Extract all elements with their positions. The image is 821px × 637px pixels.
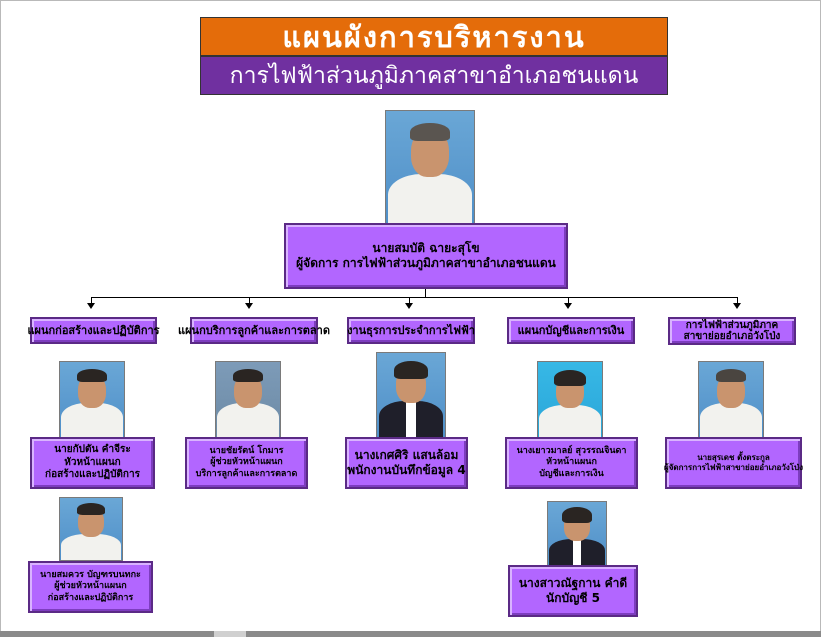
staff-name: นายสมควร บัญฑรบนทกะ <box>40 570 141 581</box>
staff-position: ผู้ช่วยหัวหน้าแผนก <box>210 457 283 468</box>
chart-subtitle: การไฟฟ้าส่วนภูมิภาคสาขาอำเภอชนแดน <box>200 56 668 95</box>
staff-name: นางสาวณัฐกาน คำดี <box>518 576 628 590</box>
manager-position: ผู้จัดการ การไฟฟ้าส่วนภูมิภาคสาขาอำเภอชน… <box>296 256 556 270</box>
staff-name: นายกัปตัน คำจีระ <box>54 444 131 456</box>
department-box-accounting: แผนกบัญชีและการเงิน <box>507 317 635 344</box>
staff-box-7: นางสาวณัฐกาน คำดี นักบัญชี 5 <box>508 565 638 617</box>
connector-drop-4 <box>568 297 569 303</box>
scroll-gap <box>214 631 246 637</box>
staff-box-6: นายสมควร บัญฑรบนทกะ ผู้ช่วยหัวหน้าแผนก ก… <box>28 561 153 613</box>
connector-arrow-1 <box>87 303 95 309</box>
department-label: งานธุรการประจำการไฟฟ้า <box>347 323 475 337</box>
department-label: แผนกบัญชีและการเงิน <box>517 323 625 337</box>
department-label-line2: สาขาย่อยอำเภอวังโป่ง <box>683 331 781 342</box>
staff-name: นายสุรเดช ตั้งตระกูล <box>697 453 770 462</box>
staff-position: ผู้ช่วยหัวหน้าแผนก <box>54 581 127 592</box>
staff-photo-7 <box>547 501 607 566</box>
connector-drop-5 <box>737 297 738 303</box>
staff-department: บัญชีและการเงิน <box>539 468 604 479</box>
connector-drop-1 <box>91 297 92 303</box>
connector-horizontal <box>91 297 738 298</box>
staff-photo-3 <box>376 352 446 438</box>
staff-photo-1 <box>59 361 125 438</box>
staff-position: หัวหน้าแผนก <box>64 456 121 468</box>
connector-arrow-2 <box>245 303 253 309</box>
staff-department: บริการลูกค้าและการตลาด <box>195 468 298 479</box>
staff-photo-4 <box>537 361 603 438</box>
manager-photo <box>385 110 475 225</box>
department-box-branch: การไฟฟ้าส่วนภูมิภาค สาขาย่อยอำเภอวังโป่ง <box>668 317 796 345</box>
chart-title: แผนผังการบริหารงาน <box>200 17 668 56</box>
connector-arrow-4 <box>564 303 572 309</box>
staff-department: ก่อสร้างและปฏิบัติการ <box>47 592 134 603</box>
staff-box-2: นายชัยรัตน์ โกมาร ผู้ช่วยหัวหน้าแผนก บริ… <box>185 437 308 489</box>
department-box-construction: แผนกก่อสร้างและปฏิบัติการ <box>27 317 160 344</box>
staff-box-5: นายสุรเดช ตั้งตระกูล ผู้จัดการการไฟฟ้าสา… <box>664 437 803 489</box>
staff-box-1: นายกัปตัน คำจีระ หัวหน้าแผนก ก่อสร้างและ… <box>30 437 155 489</box>
department-label-line1: การไฟฟ้าส่วนภูมิภาค <box>685 320 779 331</box>
staff-position: พนักงานบันทึกข้อมูล 4 <box>347 463 466 477</box>
department-box-customer-service: แผนกบริการลูกค้าและการตลาด <box>178 317 330 344</box>
staff-name: นายชัยรัตน์ โกมาร <box>209 446 284 457</box>
connector-arrow-3 <box>405 303 413 309</box>
department-label: แผนกบริการลูกค้าและการตลาด <box>178 323 330 337</box>
department-label: แผนกก่อสร้างและปฏิบัติการ <box>27 323 160 337</box>
staff-photo-2 <box>215 361 281 438</box>
department-box-admin: งานธุรการประจำการไฟฟ้า <box>347 317 475 344</box>
connector-main-vertical <box>425 289 426 297</box>
connector-arrow-5 <box>733 303 741 309</box>
staff-name: นางเยาวมาลย์ สุวรรณจินดา <box>516 446 627 457</box>
staff-position: ผู้จัดการการไฟฟ้าสาขาย่อยอำเภอวังโป่ง <box>664 463 803 472</box>
staff-position: หัวหน้าแผนก <box>546 457 597 468</box>
staff-box-3: นางเกศศิริ แสนล้อม พนักงานบันทึกข้อมูล 4 <box>345 437 468 489</box>
manager-name: นายสมบัติ ฉายะสุโข <box>372 241 480 255</box>
staff-box-4: นางเยาวมาลย์ สุวรรณจินดา หัวหน้าแผนก บัญ… <box>505 437 638 489</box>
connector-drop-2 <box>249 297 250 303</box>
staff-photo-6 <box>59 497 123 561</box>
connector-drop-3 <box>409 297 410 303</box>
staff-name: นางเกศศิริ แสนล้อม <box>354 448 459 462</box>
staff-photo-5 <box>698 361 764 438</box>
staff-department: ก่อสร้างและปฏิบัติการ <box>45 469 140 481</box>
staff-position: นักบัญชี 5 <box>546 591 600 605</box>
window-bottom-bar <box>0 631 821 637</box>
manager-box: นายสมบัติ ฉายะสุโข ผู้จัดการ การไฟฟ้าส่ว… <box>284 223 568 289</box>
